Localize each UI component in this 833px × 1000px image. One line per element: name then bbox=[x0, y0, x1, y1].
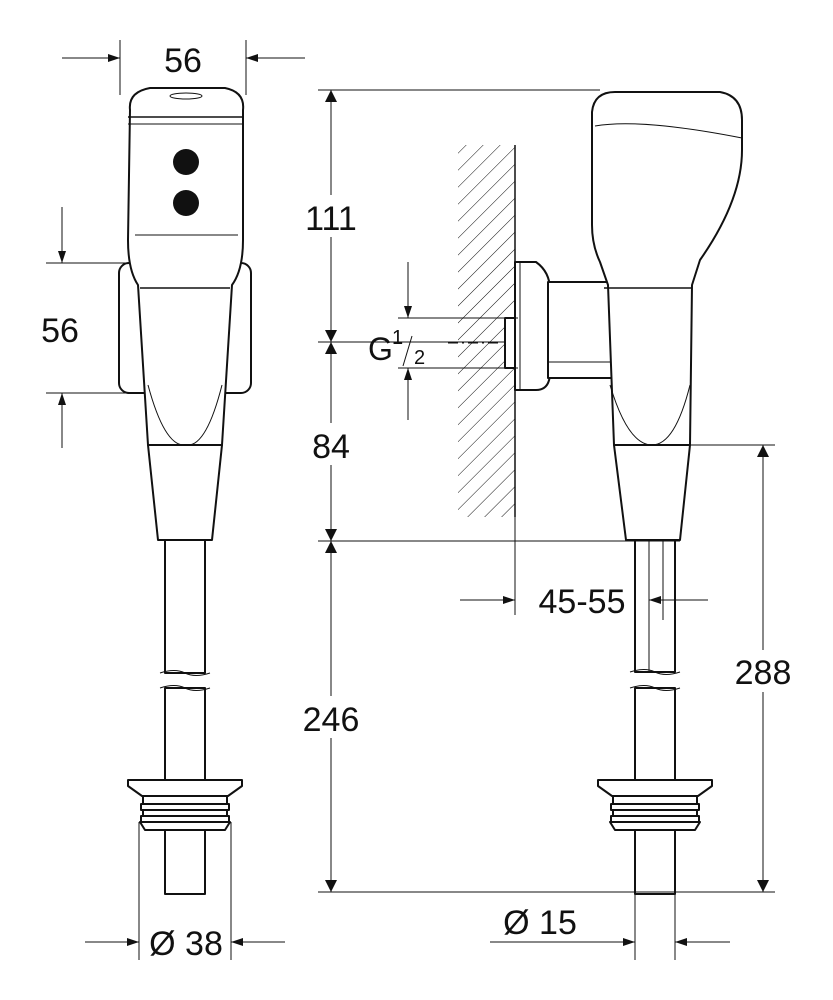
dim-side-top: 111 bbox=[305, 200, 357, 238]
dim-wall-offset: 45-55 bbox=[539, 583, 626, 621]
dim-front-width: 56 bbox=[164, 42, 202, 80]
dim-side-total: 288 bbox=[735, 654, 792, 692]
dim-pipe-diameter: Ø 15 bbox=[503, 904, 577, 942]
dim-front-pipe-diameter: Ø 38 bbox=[149, 925, 223, 963]
side-view: 111 84 246 G 1 2 45-55 288 Ø 15 bbox=[295, 89, 804, 960]
sensor-dot-top-icon bbox=[173, 149, 199, 175]
sensor-dot-bottom-icon bbox=[173, 190, 199, 216]
dim-side-bottom: 246 bbox=[303, 701, 360, 739]
thread-denominator: 2 bbox=[414, 347, 425, 369]
dim-side-middle: 84 bbox=[312, 428, 350, 466]
dim-front-height: 56 bbox=[41, 312, 79, 350]
front-view: 56 56 Ø 38 bbox=[41, 40, 305, 963]
thread-numerator: 1 bbox=[392, 327, 403, 349]
thread-label: G bbox=[368, 331, 393, 367]
